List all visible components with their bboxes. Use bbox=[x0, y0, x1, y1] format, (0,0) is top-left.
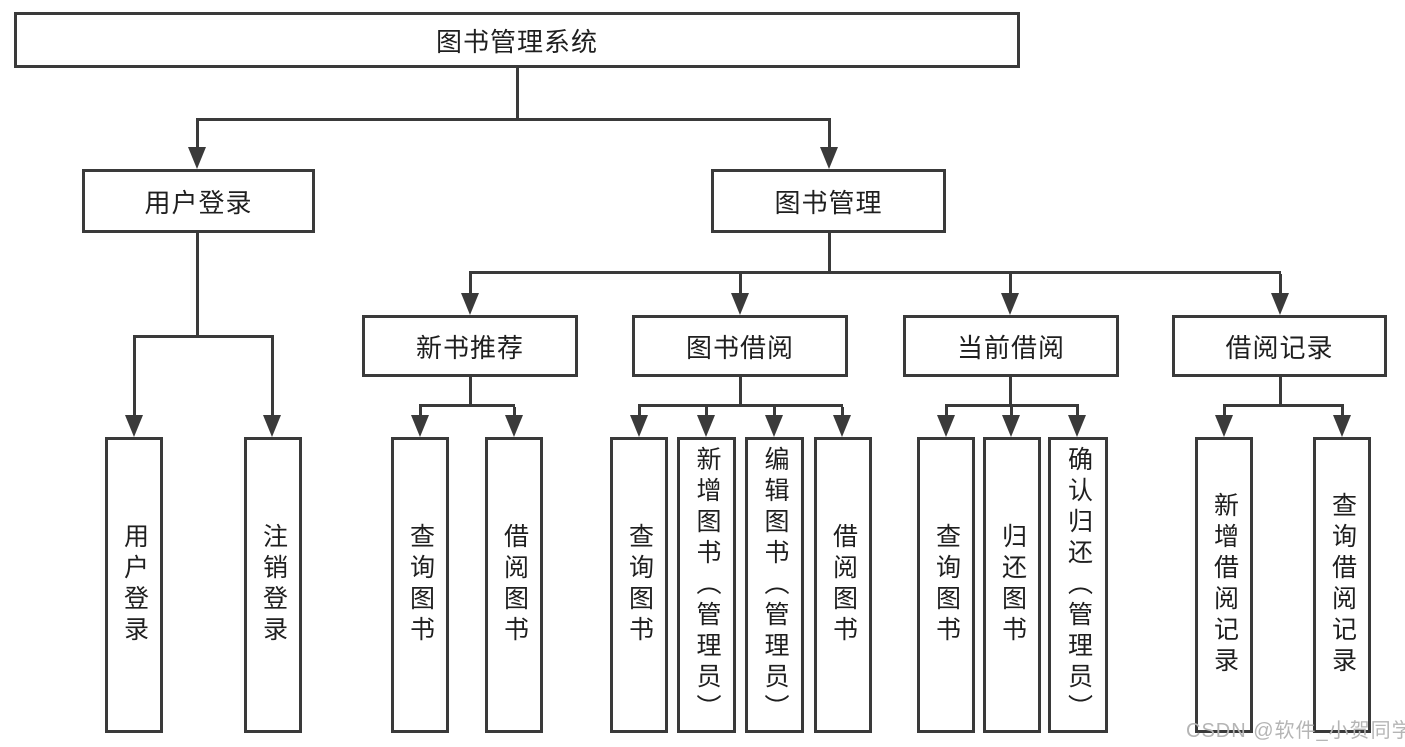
arrow-down-icon bbox=[1271, 293, 1289, 315]
leaf-label: 注销登录 bbox=[259, 523, 288, 647]
arrow-down-icon bbox=[1001, 293, 1019, 315]
leaf-label: 查询图书 bbox=[932, 523, 961, 647]
connector-line bbox=[469, 377, 472, 404]
leaf-add-book-admin: 新增图书（管理员） bbox=[677, 437, 736, 733]
connector-line bbox=[739, 274, 742, 293]
connector-line bbox=[1279, 377, 1282, 404]
leaf-query-books-borrowing: 查询图书 bbox=[610, 437, 668, 733]
connector-line bbox=[196, 118, 831, 121]
connector-line bbox=[1009, 377, 1012, 404]
leaf-return-book: 归还图书 bbox=[983, 437, 1041, 733]
connector-line bbox=[1010, 407, 1013, 415]
node-label: 图书管理系统 bbox=[435, 26, 598, 57]
leaf-label: 借阅图书 bbox=[829, 523, 858, 647]
node-user-login: 用户登录 bbox=[82, 169, 315, 233]
leaf-label: 查询图书 bbox=[625, 523, 654, 647]
arrow-down-icon bbox=[461, 293, 479, 315]
connector-line bbox=[196, 233, 199, 335]
connector-line bbox=[1223, 404, 1344, 407]
connector-line bbox=[1341, 407, 1344, 415]
leaf-label: 用户登录 bbox=[120, 523, 149, 647]
connector-line bbox=[271, 338, 274, 415]
connector-line bbox=[133, 335, 274, 338]
leaf-borrow-books-recommend: 借阅图书 bbox=[485, 437, 543, 733]
connector-line bbox=[828, 121, 831, 147]
connector-line bbox=[419, 404, 515, 407]
leaf-label: 归还图书 bbox=[998, 523, 1027, 647]
connector-line bbox=[516, 68, 519, 118]
connector-line bbox=[1279, 274, 1282, 293]
leaf-label: 借阅图书 bbox=[500, 523, 529, 647]
leaf-confirm-return-admin: 确认归还（管理员） bbox=[1048, 437, 1108, 733]
node-book-management: 图书管理 bbox=[711, 169, 946, 233]
arrow-down-icon bbox=[1215, 415, 1233, 437]
arrow-down-icon bbox=[833, 415, 851, 437]
node-book-borrowing: 图书借阅 bbox=[632, 315, 848, 377]
csdn-watermark: CSDN @软件_小贺同学 bbox=[1186, 720, 1405, 742]
arrow-down-icon bbox=[820, 147, 838, 169]
arrow-down-icon bbox=[188, 147, 206, 169]
node-label: 新书推荐 bbox=[415, 332, 524, 363]
connector-line bbox=[1009, 274, 1012, 293]
leaf-query-books-current: 查询图书 bbox=[917, 437, 975, 733]
node-current-borrowing: 当前借阅 bbox=[903, 315, 1119, 377]
arrow-down-icon bbox=[1002, 415, 1020, 437]
connector-line bbox=[196, 121, 199, 147]
leaf-label: 查询借阅记录 bbox=[1328, 492, 1357, 678]
arrow-down-icon bbox=[765, 415, 783, 437]
leaf-label: 新增借阅记录 bbox=[1210, 492, 1239, 678]
node-label: 当前借阅 bbox=[956, 332, 1065, 363]
connector-line bbox=[773, 407, 776, 415]
arrow-down-icon bbox=[263, 415, 281, 437]
leaf-add-borrow-record: 新增借阅记录 bbox=[1195, 437, 1253, 733]
connector-line bbox=[513, 407, 516, 415]
leaf-label: 新增图书（管理员） bbox=[693, 445, 721, 725]
node-borrowing-records: 借阅记录 bbox=[1172, 315, 1387, 377]
node-label: 用户登录 bbox=[144, 187, 253, 218]
arrow-down-icon bbox=[630, 415, 648, 437]
arrow-down-icon bbox=[1068, 415, 1086, 437]
arrow-down-icon bbox=[505, 415, 523, 437]
arrow-down-icon bbox=[937, 415, 955, 437]
connector-line bbox=[419, 407, 422, 415]
connector-line bbox=[841, 407, 844, 415]
connector-line bbox=[469, 271, 1281, 274]
leaf-logout: 注销登录 bbox=[244, 437, 302, 733]
leaf-query-borrow-record: 查询借阅记录 bbox=[1313, 437, 1371, 733]
arrow-down-icon bbox=[731, 293, 749, 315]
connector-line bbox=[739, 377, 742, 404]
connector-line bbox=[828, 233, 831, 271]
leaf-label: 确认归还（管理员） bbox=[1064, 445, 1093, 725]
node-library-system: 图书管理系统 bbox=[14, 12, 1020, 68]
connector-line bbox=[945, 404, 1079, 407]
arrow-down-icon bbox=[1333, 415, 1351, 437]
node-label: 图书借阅 bbox=[685, 332, 794, 363]
connector-line bbox=[638, 404, 843, 407]
leaf-query-books-recommend: 查询图书 bbox=[391, 437, 449, 733]
arrow-down-icon bbox=[125, 415, 143, 437]
arrow-down-icon bbox=[411, 415, 429, 437]
leaf-label: 编辑图书（管理员） bbox=[761, 445, 789, 725]
leaf-label: 查询图书 bbox=[406, 523, 435, 647]
connector-line bbox=[1076, 407, 1079, 415]
leaf-borrow-books-borrowing: 借阅图书 bbox=[814, 437, 872, 733]
leaf-user-login: 用户登录 bbox=[105, 437, 163, 733]
arrow-down-icon bbox=[697, 415, 715, 437]
connector-line bbox=[469, 274, 472, 293]
node-label: 图书管理 bbox=[774, 187, 883, 218]
connector-line bbox=[705, 407, 708, 415]
leaf-edit-book-admin: 编辑图书（管理员） bbox=[745, 437, 804, 733]
connector-line bbox=[945, 407, 948, 415]
node-label: 借阅记录 bbox=[1225, 332, 1334, 363]
connector-line bbox=[638, 407, 641, 415]
connector-line bbox=[1223, 407, 1226, 415]
node-new-book-recommend: 新书推荐 bbox=[362, 315, 578, 377]
connector-line bbox=[133, 338, 136, 415]
